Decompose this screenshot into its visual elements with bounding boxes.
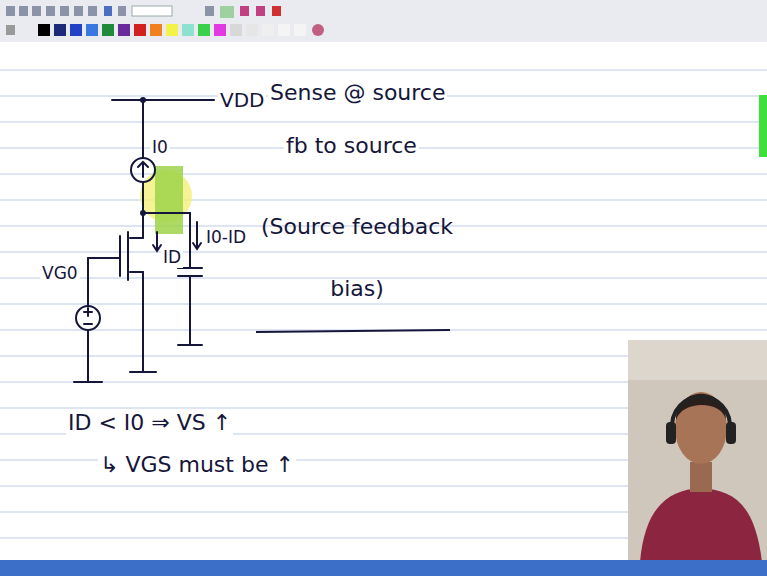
circuit-dots xyxy=(140,97,146,216)
handwritten-note: I0 xyxy=(150,138,170,158)
highlight-mark xyxy=(155,166,183,234)
underline xyxy=(256,330,450,332)
handwritten-note: ID < I0 ⇒ VS ↑ xyxy=(66,410,233,435)
status-bar xyxy=(0,560,767,576)
handwritten-note: fb to source xyxy=(284,133,419,158)
handwritten-note: Sense @ source xyxy=(268,80,447,105)
handwritten-note: I0-ID xyxy=(204,228,248,248)
handwritten-note: (Source feedback bias) xyxy=(250,196,464,320)
handwritten-note: ↳ VGS must be ↑ xyxy=(98,452,296,477)
toolbar-icons xyxy=(6,6,281,18)
webcam-inset xyxy=(628,340,767,562)
circuit-schematic xyxy=(74,100,214,382)
scroll-marker xyxy=(759,95,767,157)
handwritten-note: VG0 xyxy=(40,264,80,284)
color-palette xyxy=(6,24,324,36)
handwritten-note: ID xyxy=(161,248,183,268)
handwritten-note: VDD xyxy=(218,89,266,112)
toolbar xyxy=(0,0,767,42)
